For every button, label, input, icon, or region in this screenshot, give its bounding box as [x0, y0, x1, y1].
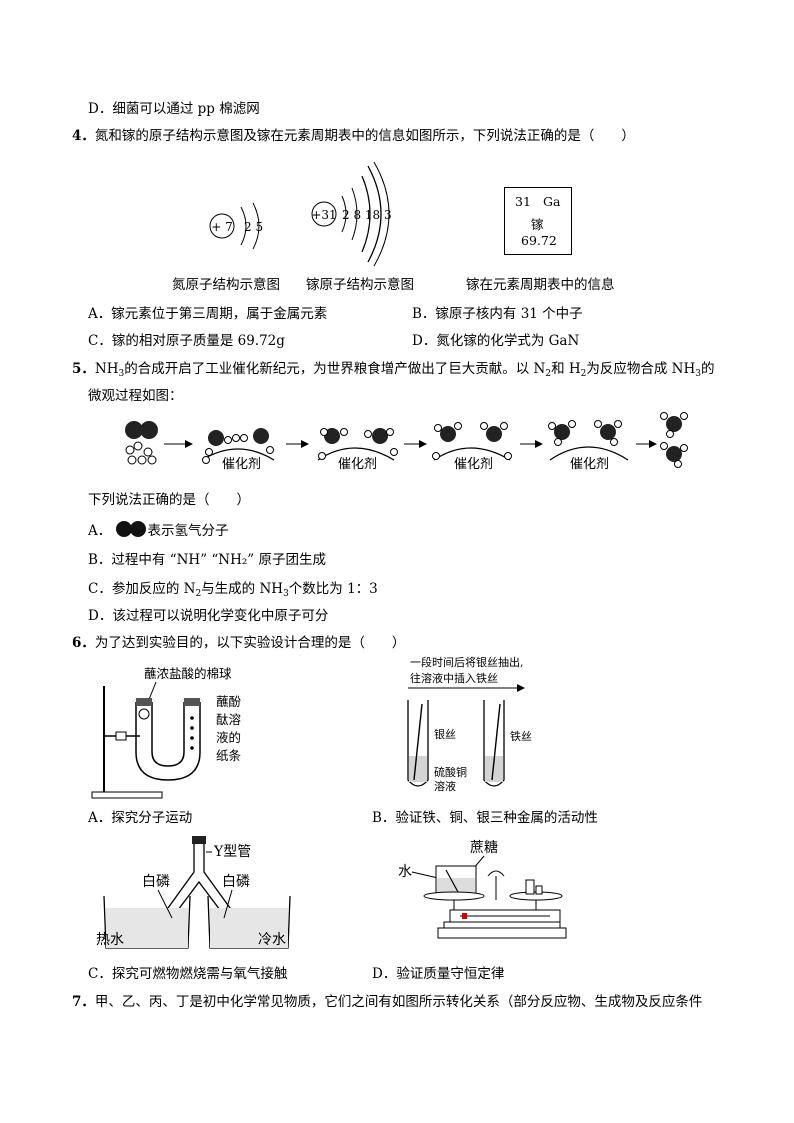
question-5: 5．NH3的合成开启了工业催化新纪元，为世界粮食增产做出了巨大贡献。以 N2和 … — [72, 361, 715, 379]
caption-gallium: 镓原子结构示意图 — [306, 277, 414, 293]
hot-water-label: 热水 — [96, 932, 124, 948]
question-4: 4．氮和镓的原子结构示意图及镓在元素周期表中的信息如图所示，下列说法正确的是（ … — [72, 124, 635, 144]
gallium-atom-diagram: +31 2 8 18 3 — [311, 161, 392, 267]
phosphorus-right-label: 白磷 — [222, 874, 250, 890]
q5-option-a: A． 表示氢气分子 — [88, 519, 229, 539]
molecule-motion-apparatus: 蘸浓盐酸的棉球 蘸酚 酞溶 液的 纸条 — [91, 666, 242, 799]
svg-text:液的: 液的 — [216, 730, 241, 745]
reaction-process-diagram: 催化剂 催化剂 催化剂 催化剂 — [125, 412, 688, 472]
q5-option-d: D．该过程可以说明化学变化中原子可分 — [88, 608, 329, 624]
paper-strip-label: 蘸酚 — [216, 694, 242, 709]
question-number: 5． — [72, 361, 95, 377]
instruction-line1: 一段时间后将银丝抽出, — [410, 655, 524, 669]
nitrogen-atom-diagram: + 7 2 5 — [209, 202, 263, 250]
q5-option-b: B．过程中有 “NH” “NH₂” 原子团生成 — [88, 552, 326, 568]
q6-option-d: D．验证质量守恒定律 — [372, 966, 505, 982]
cotton-ball-label: 蘸浓盐酸的棉球 — [144, 666, 232, 681]
nucleus-label: +31 — [311, 208, 336, 222]
q3-option-d: D．细菌可以通过 pp 棉滤网 — [88, 101, 260, 117]
question-5-line2: 微观过程如图： — [88, 388, 183, 404]
svg-text:纸条: 纸条 — [216, 748, 242, 763]
catalyst-label: 催化剂 — [454, 457, 493, 472]
nucleus-label: + 7 — [211, 220, 233, 234]
iron-wire-label: 铁丝 — [510, 730, 532, 743]
question-number: 7． — [72, 994, 95, 1010]
shell-electrons: 2 8 18 3 — [342, 208, 392, 222]
y-tube-label: Y型管 — [213, 844, 251, 860]
sugar-label: 蔗糖 — [470, 840, 498, 856]
atomic-number: 31 — [515, 194, 531, 209]
molecule-icon — [115, 521, 146, 537]
question-5-ask: 下列说法正确的是（ ） — [88, 492, 250, 508]
question-number: 4． — [72, 128, 95, 144]
phosphorus-left-label: 白磷 — [142, 874, 170, 890]
element-symbol: Ga — [543, 194, 561, 209]
q4-option-d: D．氮化镓的化学式为 GaN — [412, 333, 580, 349]
q4-option-b: B．镓原子核内有 31 个中子 — [412, 306, 583, 322]
svg-text:溶液: 溶液 — [434, 779, 456, 793]
catalyst-label: 催化剂 — [570, 457, 609, 472]
question-number: 6． — [72, 635, 95, 651]
periodic-table-cell: 31 Ga 镓 69.72 — [504, 187, 572, 255]
caption-nitrogen: 氮原子结构示意图 — [172, 277, 280, 293]
atomic-mass: 69.72 — [521, 233, 557, 248]
silver-wire-label: 银丝 — [434, 727, 456, 741]
q5-option-c: C．参加反应的 N2与生成的 NH3个数比为 1：3 — [88, 581, 378, 599]
question-stem: 甲、乙、丙、丁是初中化学常见物质，它们之间有如图所示转化关系（部分反应物、生成物… — [94, 994, 703, 1010]
question-7: 7．甲、乙、丙、丁是初中化学常见物质，它们之间有如图所示转化关系（部分反应物、生… — [72, 990, 702, 1010]
question-stem: 氮和镓的原子结构示意图及镓在元素周期表中的信息如图所示，下列说法正确的是（ ） — [94, 128, 635, 144]
catalyst-label: 催化剂 — [338, 457, 377, 472]
shell-electrons: 2 5 — [244, 220, 263, 234]
question-stem: 为了达到实验目的，以下实验设计合理的是（ ） — [94, 635, 406, 651]
solution-label: 硫酸铜 — [434, 765, 467, 779]
metal-activity-apparatus: 一段时间后将银丝抽出, 往溶液中插入铁丝 银丝 硫酸铜 溶液 铁丝 — [407, 655, 532, 793]
combustion-apparatus: Y型管 白磷 白磷 热水 冷水 — [96, 836, 291, 949]
caption-periodic: 镓在元素周期表中的信息 — [466, 277, 615, 293]
svg-text:酞溶: 酞溶 — [216, 712, 242, 727]
mass-conservation-apparatus: 蔗糖 水 — [398, 840, 567, 939]
instruction-line2: 往溶液中插入铁丝 — [410, 671, 498, 685]
q4-option-a: A．镓元素位于第三周期，属于金属元素 — [88, 306, 328, 322]
q4-option-c: C．镓的相对原子质量是 69.72g — [88, 333, 285, 349]
cold-water-label: 冷水 — [258, 932, 286, 948]
q6-option-a: A．探究分子运动 — [88, 810, 193, 826]
q6-option-b: B．验证铁、铜、银三种金属的活动性 — [372, 810, 598, 826]
q6-option-c: C．探究可燃物燃烧需与氧气接触 — [88, 966, 288, 982]
question-6: 6．为了达到实验目的，以下实验设计合理的是（ ） — [72, 631, 405, 651]
element-name: 镓 — [531, 217, 544, 232]
catalyst-label: 催化剂 — [222, 457, 261, 472]
water-label: 水 — [398, 864, 412, 880]
